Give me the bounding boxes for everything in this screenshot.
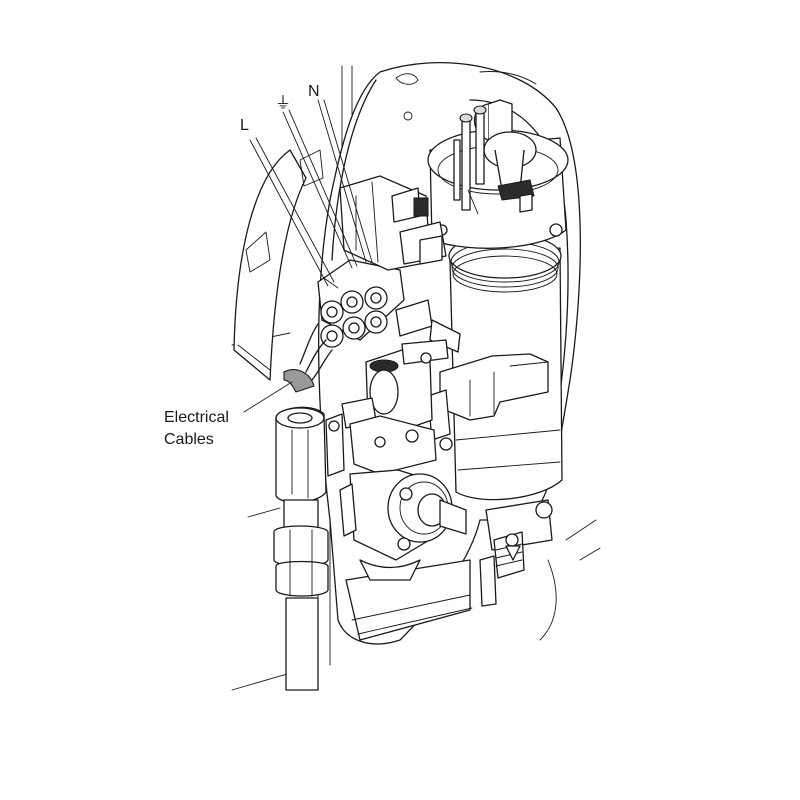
electrical-cables-label: Electrical xyxy=(164,409,229,426)
flow-valve xyxy=(339,469,467,581)
outlet-fitting xyxy=(479,499,553,607)
live-label: L xyxy=(240,117,249,134)
neutral-label: N xyxy=(308,83,320,100)
earth-label: ⏚ xyxy=(275,94,291,112)
solenoid-valve xyxy=(341,339,453,475)
terminal-block xyxy=(317,175,461,353)
leader-lines xyxy=(243,99,373,413)
cable-entry xyxy=(283,323,333,393)
tank-clip xyxy=(427,353,549,441)
electrical-cables-label-line2: Cables xyxy=(164,431,214,448)
inlet-pipe xyxy=(273,406,345,691)
front-cover xyxy=(233,149,324,381)
heater-tank xyxy=(427,99,569,501)
